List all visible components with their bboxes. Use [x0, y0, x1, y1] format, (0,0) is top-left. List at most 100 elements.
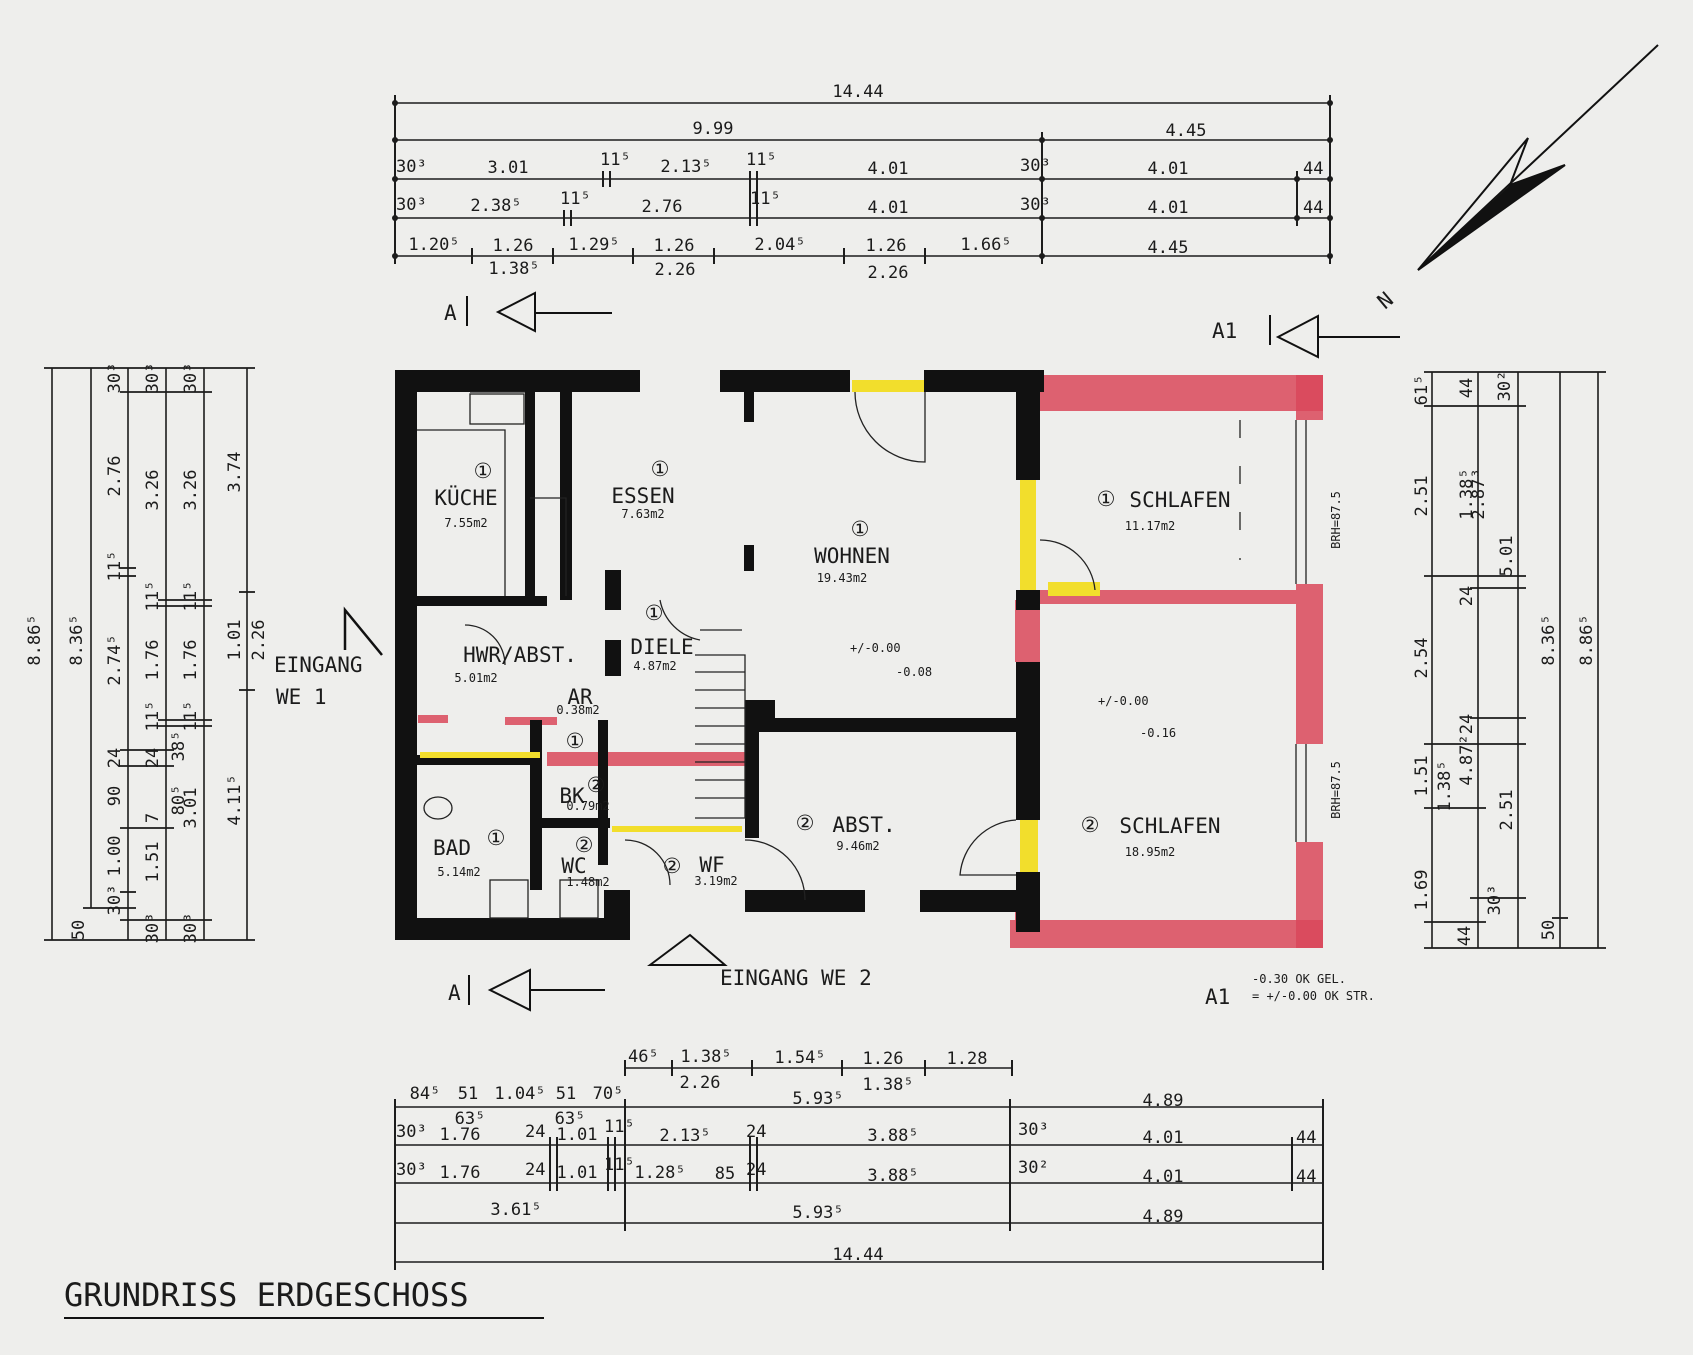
dim-top: 1.20⁵ — [408, 235, 459, 255]
dim-bottom: 1.04⁵ — [494, 1084, 545, 1104]
svg-text:②: ② — [796, 811, 815, 835]
window-sill-label: BRH=87.5 — [1329, 491, 1343, 549]
dim-bottom: 24 — [525, 1122, 545, 1142]
bottom-dimension-chains: 46⁵ 1.38⁵ 1.54⁵ 1.26 1.28 2.26 1.38⁵ 84⁵… — [394, 1047, 1324, 1270]
dim-left: 24 — [105, 748, 125, 768]
yellow-opening-top — [852, 380, 924, 392]
dim-top: 11⁵ — [560, 189, 591, 209]
dim-bottom: 5.93⁵ — [792, 1089, 843, 1109]
svg-text:A1: A1 — [1205, 985, 1230, 1009]
dim-left: 11⁵ — [143, 701, 163, 732]
svg-text:A: A — [448, 981, 461, 1005]
dim-left: 30³ — [143, 913, 163, 944]
dim-top: 1.26 — [654, 236, 695, 256]
dim-top: 4.01 — [868, 159, 909, 179]
dim-bottom: 3.61⁵ — [490, 1200, 541, 1220]
dim-bottom: 3.88⁵ — [867, 1126, 918, 1146]
room-area: 5.01m2 — [454, 671, 497, 685]
dim-right: 1.69 — [1412, 870, 1432, 911]
window-sill-label: BRH=87.5 — [1329, 761, 1343, 819]
room-name: WC — [561, 854, 586, 878]
wall-bottom-left — [395, 918, 625, 940]
dim-left: 30³ — [105, 363, 125, 394]
left-dimension-chains: 8.86⁵ 50 8.36⁵ 30³ 2.76 11⁵ 2.74⁵ 24 90 … — [25, 363, 269, 944]
room-schlafen-2: ② SCHLAFEN 18.95m2 +/-0.00 -0.16 — [1081, 694, 1221, 859]
room-area: 4.87m2 — [633, 659, 676, 673]
dim-top: 1.38⁵ — [488, 259, 539, 279]
svg-text:EINGANG WE 2: EINGANG WE 2 — [720, 966, 872, 990]
dim-bottom: 44 — [1296, 1167, 1316, 1187]
dim-bottom: 1.54⁵ — [774, 1048, 825, 1068]
dim-bottom: 1.38⁵ — [680, 1047, 731, 1067]
svg-text:WE 1: WE 1 — [276, 685, 327, 709]
dim-top: 2.04⁵ — [754, 235, 805, 255]
dim-top: 4.45 — [1166, 121, 1207, 141]
dim-left: 8.86⁵ — [25, 614, 45, 665]
room-area: 5.14m2 — [437, 865, 480, 879]
room-area: 0.38m2 — [556, 703, 599, 717]
dim-top: 1.29⁵ — [568, 235, 619, 255]
dim-top: 3.01 — [488, 158, 529, 178]
dim-left: 1.51 — [143, 842, 163, 883]
room-name: AR — [567, 685, 593, 709]
dim-bottom: 4.01 — [1143, 1167, 1184, 1187]
dim-right: 24 — [1457, 586, 1477, 606]
dim-top: 11⁵ — [746, 150, 777, 170]
dim-top: 44 — [1303, 159, 1323, 179]
dim-bottom: 70⁵ — [593, 1084, 624, 1104]
dim-right: 1.38⁵ — [1457, 468, 1477, 519]
dim-bottom: 1.76 — [440, 1163, 481, 1183]
dim-left: 1.76 — [143, 640, 163, 681]
dim-left: 1.01 — [225, 620, 245, 661]
room-name: ESSEN — [611, 484, 674, 508]
dim-right: 50 — [1539, 920, 1559, 940]
dim-bottom: 1.38⁵ — [862, 1075, 913, 1095]
dim-bottom: 30³ — [1018, 1120, 1049, 1140]
dim-left: 1.76 — [181, 640, 201, 681]
dim-left: 3.26 — [143, 470, 163, 511]
wall-top-left — [395, 370, 570, 392]
drawing-title: GRUNDRISS ERDGESCHOSS — [64, 1276, 544, 1319]
room-name: BAD — [433, 836, 471, 860]
room-area: 3.19m2 — [694, 874, 737, 888]
dim-top-total: 14.44 — [832, 82, 883, 102]
room-kueche: ① KÜCHE 7.55m2 — [434, 459, 497, 530]
dim-top: 2.26 — [655, 260, 696, 280]
dim-right: 8.36⁵ — [1539, 614, 1559, 665]
room-wf: ② WF 3.19m2 — [663, 853, 738, 888]
dim-bottom: 1.01 — [557, 1163, 598, 1183]
room-wohnen: ① WOHNEN 19.43m2 +/-0.00 -0.08 — [814, 517, 932, 679]
dim-left: 30³ — [181, 913, 201, 944]
svg-text:①: ① — [651, 457, 670, 481]
room-name: KÜCHE — [434, 485, 497, 510]
room-wc: ② WC 1.48m2 — [561, 833, 609, 889]
right-dimension-chains: 61⁵ 2.51 2.54 1.51 1.69 44 44 1.38⁵ 24 1… — [1412, 371, 1606, 949]
room-name: DIELE — [630, 635, 693, 659]
page-title: GRUNDRISS ERDGESCHOSS — [64, 1276, 469, 1314]
svg-text:②: ② — [663, 854, 682, 878]
dim-right: 30³ — [1485, 885, 1505, 916]
room-hwr: HWR/ABST. 5.01m2 — [454, 643, 577, 685]
dim-right: 24 — [1457, 714, 1477, 734]
dim-top: 44 — [1303, 198, 1323, 218]
dim-left: 30³ — [181, 363, 201, 394]
svg-text:A1: A1 — [1212, 319, 1237, 343]
room-ar: ① AR 0.38m2 — [556, 685, 599, 753]
svg-text:EINGANG: EINGANG — [274, 653, 363, 677]
dim-top: 4.01 — [1148, 159, 1189, 179]
dim-left: 7 — [143, 813, 163, 823]
room-area: 11.17m2 — [1125, 519, 1176, 533]
dim-bottom: 4.89 — [1143, 1207, 1184, 1227]
dim-left: 1.00 — [105, 836, 125, 877]
dim-right: 4.87² — [1457, 734, 1477, 785]
dim-bottom: 44 — [1296, 1128, 1316, 1148]
dim-right: 1.51 — [1412, 756, 1432, 797]
dim-bottom: 84⁵ — [410, 1084, 441, 1104]
dim-top: 1.26 — [493, 236, 534, 256]
dim-left: 2.74⁵ — [105, 634, 125, 685]
section-marker-a-top: A — [444, 291, 612, 333]
dim-bottom: 24 — [746, 1160, 766, 1180]
svg-text:①: ① — [474, 459, 493, 483]
room-area: 19.43m2 — [817, 571, 868, 585]
